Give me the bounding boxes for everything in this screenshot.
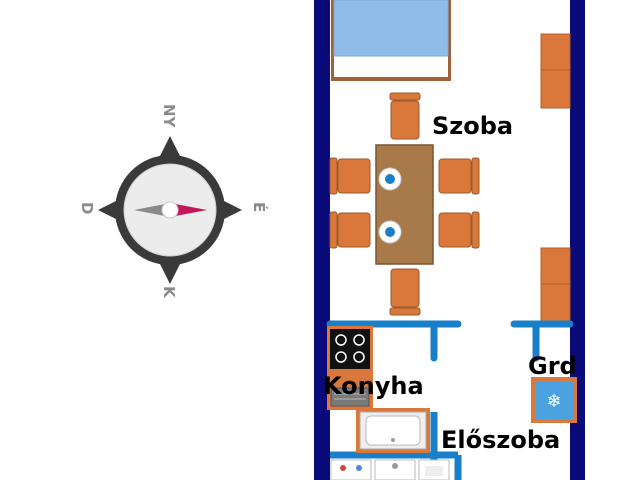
plate-lower [378,220,402,244]
room-label-szoba: Szoba [432,112,513,140]
compass-label-west: D [78,202,96,214]
compass-needle-east [170,203,207,217]
chair-left-lower [329,211,371,249]
left-wall [314,0,330,480]
right-wall [570,0,585,480]
chair-left-upper [329,157,371,195]
compass-point-north [160,136,180,156]
cold-tap-icon [356,465,362,471]
compass-needle-west [134,203,170,217]
sink [356,408,430,453]
plate-upper [378,167,402,191]
bathroom-fixtures [330,459,450,480]
room-label-eloszoba: Előszoba [441,426,560,454]
compass: NY É K D [78,104,269,299]
compass-label-east: É [250,202,269,212]
fridge: ❄ [531,377,577,423]
compass-label-south: K [160,286,178,299]
compass-point-east [222,200,242,220]
chair-right-upper [438,157,480,195]
room-label-konyha: Konyha [323,372,424,400]
hot-tap-icon [340,465,346,471]
wardrobe-upper [540,33,571,109]
stove [327,326,373,372]
chair-bottom [389,268,421,316]
dining-set [329,92,480,316]
dining-table [375,144,434,265]
compass-point-south [160,264,180,284]
chair-right-lower [438,211,480,249]
room-label-grd: Grd [528,352,577,380]
wardrobe-lower [540,247,571,323]
snowflake-icon: ❄ [546,391,561,412]
compass-label-north: NY [160,104,178,129]
bed-blanket [333,0,449,57]
kitchen-counter [327,372,373,410]
bed [331,0,451,81]
compass-point-west [98,200,118,220]
chair-top [389,92,421,140]
compass-center [161,201,179,219]
